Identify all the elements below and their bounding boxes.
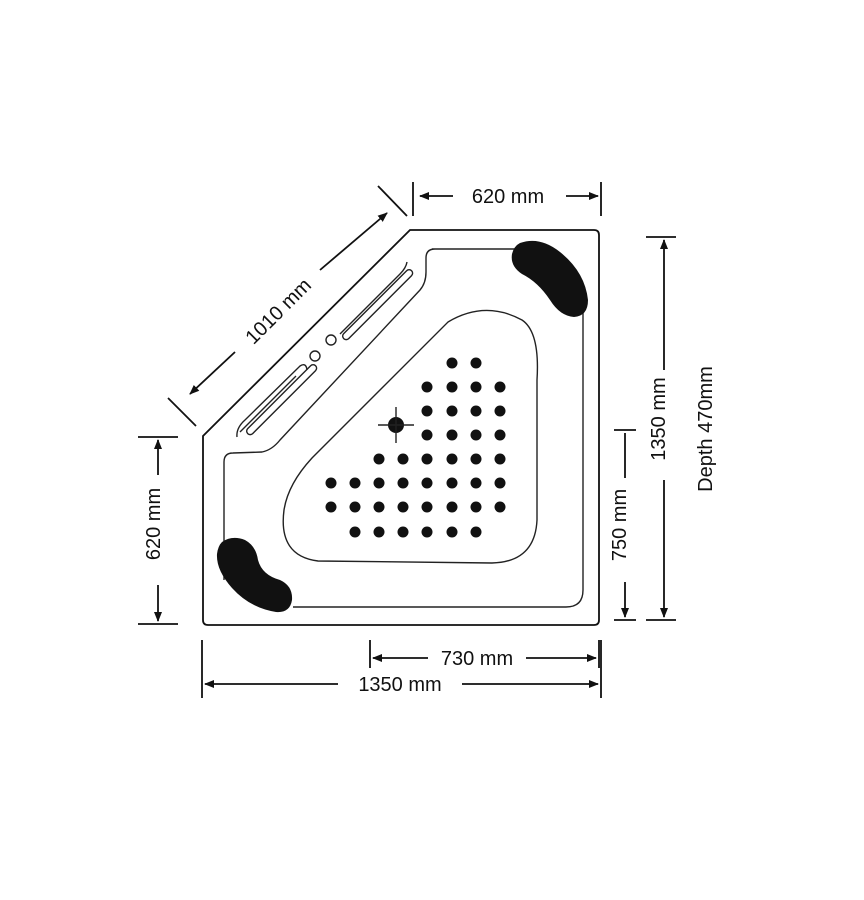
svg-text:620 mm: 620 mm [472,186,544,208]
tub-outline [202,229,600,626]
jet-icon [494,405,506,417]
jet-grid [325,357,506,538]
depth-label: Depth 470mm [695,366,717,492]
svg-text:730 mm: 730 mm [441,648,513,670]
jet-icon [421,477,433,489]
jet-icon [373,477,385,489]
jet-icon [446,357,458,369]
jet-icon [494,381,506,393]
jet-icon [373,526,385,538]
jet-icon [494,453,506,465]
jet-icon [446,429,458,441]
jet-icon [397,453,409,465]
dim-bottom-total: 1350 mm [201,640,602,698]
tap-icon [309,350,321,362]
jet-icon [470,429,482,441]
jet-icon [325,501,337,513]
jet-icon [446,477,458,489]
jet-icon [349,477,361,489]
jet-icon [470,501,482,513]
jet-icon [397,501,409,513]
dim-right-total: 1350 mm [646,236,676,621]
svg-text:1010 mm: 1010 mm [241,274,316,349]
jet-icon [421,381,433,393]
jet-icon [373,501,385,513]
dim-left-height: 620 mm [138,436,178,625]
jet-icon [397,526,409,538]
jet-icon [325,477,337,489]
jet-icon [470,477,482,489]
headrest-top-right [511,240,588,317]
jet-icon [421,429,433,441]
jet-icon [446,381,458,393]
tub-basin [282,309,539,564]
jet-icon [446,501,458,513]
deck-fittings [236,261,414,438]
dim-right-inner: 750 mm [609,429,636,621]
jet-icon [470,381,482,393]
jet-icon [470,405,482,417]
drain-icon [378,407,414,443]
jet-icon [470,453,482,465]
tub-inner-rim [223,248,584,608]
svg-text:750 mm: 750 mm [609,489,631,561]
dim-top-width: 620 mm [412,182,602,216]
jet-icon [494,429,506,441]
dim-bottom-inner: 730 mm [369,640,600,670]
svg-text:620 mm: 620 mm [143,488,165,560]
jet-icon [421,501,433,513]
jet-icon [446,405,458,417]
jet-icon [397,477,409,489]
tap-icon [325,334,337,346]
jet-icon [349,501,361,513]
jet-icon [421,526,433,538]
headrest-bottom-left [216,537,293,613]
jet-icon [494,501,506,513]
jet-icon [373,453,385,465]
jet-icon [470,526,482,538]
svg-text:1350 mm: 1350 mm [648,377,670,460]
jet-icon [446,453,458,465]
jet-icon [446,526,458,538]
jet-icon [349,526,361,538]
svg-text:1350 mm: 1350 mm [358,674,441,696]
jet-icon [494,477,506,489]
jet-icon [421,453,433,465]
jet-icon [421,405,433,417]
jet-icon [470,357,482,369]
